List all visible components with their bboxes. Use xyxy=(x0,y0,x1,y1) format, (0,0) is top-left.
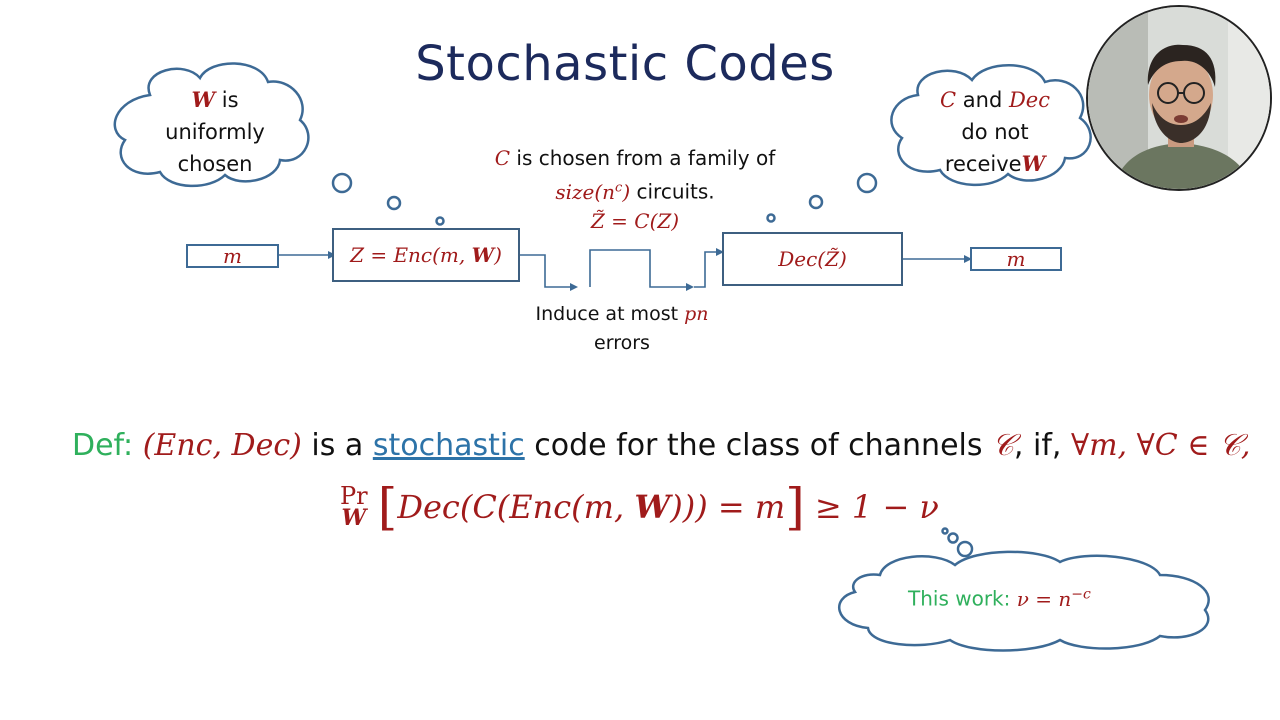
thought-cloud-bottom xyxy=(838,550,1210,652)
cloud-left-line1: is xyxy=(221,88,239,112)
decoder-label: Dec(Z̃) xyxy=(778,247,847,271)
cloud-right-line3: receive xyxy=(944,152,1022,176)
var-dec: Dec xyxy=(1008,88,1050,112)
output-m-label: m xyxy=(1006,247,1026,271)
def-class: 𝒞 xyxy=(992,428,1014,463)
cloud-right-text: C and Dec do not receiveW xyxy=(920,84,1070,180)
decoder-box: Dec(Z̃) xyxy=(722,232,903,286)
channel-c: C xyxy=(494,146,511,170)
formula-dec: Dec xyxy=(397,488,460,526)
input-m-label: m xyxy=(223,244,242,268)
channel-note: C is chosen from a family of size(nc) ci… xyxy=(460,144,810,236)
encoder-box: Z = Enc(m, W) xyxy=(332,228,520,282)
errors-note-line1: Induce at most xyxy=(535,303,679,325)
this-work-formula: ν = n−c xyxy=(1016,586,1091,611)
encoder-label: Z = Enc(m, W) xyxy=(350,243,502,267)
this-work-label: This work: xyxy=(908,586,1011,611)
cloud-right-and: and xyxy=(962,88,1003,112)
def-text3: , if, xyxy=(1013,428,1062,463)
probability-formula: Pr W [Dec(C(Enc(m, W))) = m] ≥ 1 − ν xyxy=(340,478,939,536)
definition-line: Def: (Enc, Dec) is a stochastic code for… xyxy=(72,428,1250,463)
def-quantifiers: ∀m, ∀C ∈ 𝒞, xyxy=(1070,428,1251,463)
channel-size: size(nc) xyxy=(555,179,631,204)
errors-pn: pn xyxy=(684,303,709,325)
var-w-right: W xyxy=(1021,151,1046,176)
cloud-left-line3: chosen xyxy=(177,152,253,176)
webcam-speaker-icon xyxy=(1086,5,1272,191)
output-m-box: m xyxy=(970,247,1062,271)
thought-cloud-right xyxy=(890,64,1092,186)
channel-formula: Z̃ = C(Z) xyxy=(590,208,680,233)
input-m-box: m xyxy=(186,244,279,268)
bracket-open: [ xyxy=(377,478,398,536)
var-w: W xyxy=(191,87,216,112)
def-label: Def: xyxy=(72,428,134,463)
thought-bubbles-left xyxy=(331,172,445,226)
thought-cloud-left xyxy=(113,62,310,188)
flow-arrows xyxy=(279,248,972,291)
cloud-right-line2: do not xyxy=(961,120,1029,144)
errors-note-line2: errors xyxy=(594,332,650,354)
def-pair: (Enc, Dec) xyxy=(142,428,302,463)
def-text1: is a xyxy=(311,428,364,463)
stochastic-link[interactable]: stochastic xyxy=(372,428,525,463)
cloud-left-text: W is uniformly chosen xyxy=(140,84,290,180)
cloud-bottom-text: This work: ν = n−c xyxy=(908,586,1091,611)
slide-title: Stochastic Codes xyxy=(415,36,835,92)
bracket-close: ] xyxy=(785,478,805,536)
thought-bubbles-bottom xyxy=(941,527,974,558)
formula-inner: (C(Enc(m, W))) = m xyxy=(459,488,786,526)
formula-rhs: ≥ 1 − ν xyxy=(814,488,939,526)
channel-note-line2: circuits. xyxy=(636,179,715,204)
thought-bubbles-right xyxy=(766,172,878,223)
pr-operator: Pr W xyxy=(340,482,368,531)
cloud-left-line2: uniformly xyxy=(165,120,265,144)
channel-note-line1: is chosen from a family of xyxy=(516,146,776,170)
errors-note: Induce at most pn errors xyxy=(512,300,732,358)
def-text2: code for the class of channels xyxy=(534,428,983,463)
var-c: C xyxy=(940,88,957,112)
